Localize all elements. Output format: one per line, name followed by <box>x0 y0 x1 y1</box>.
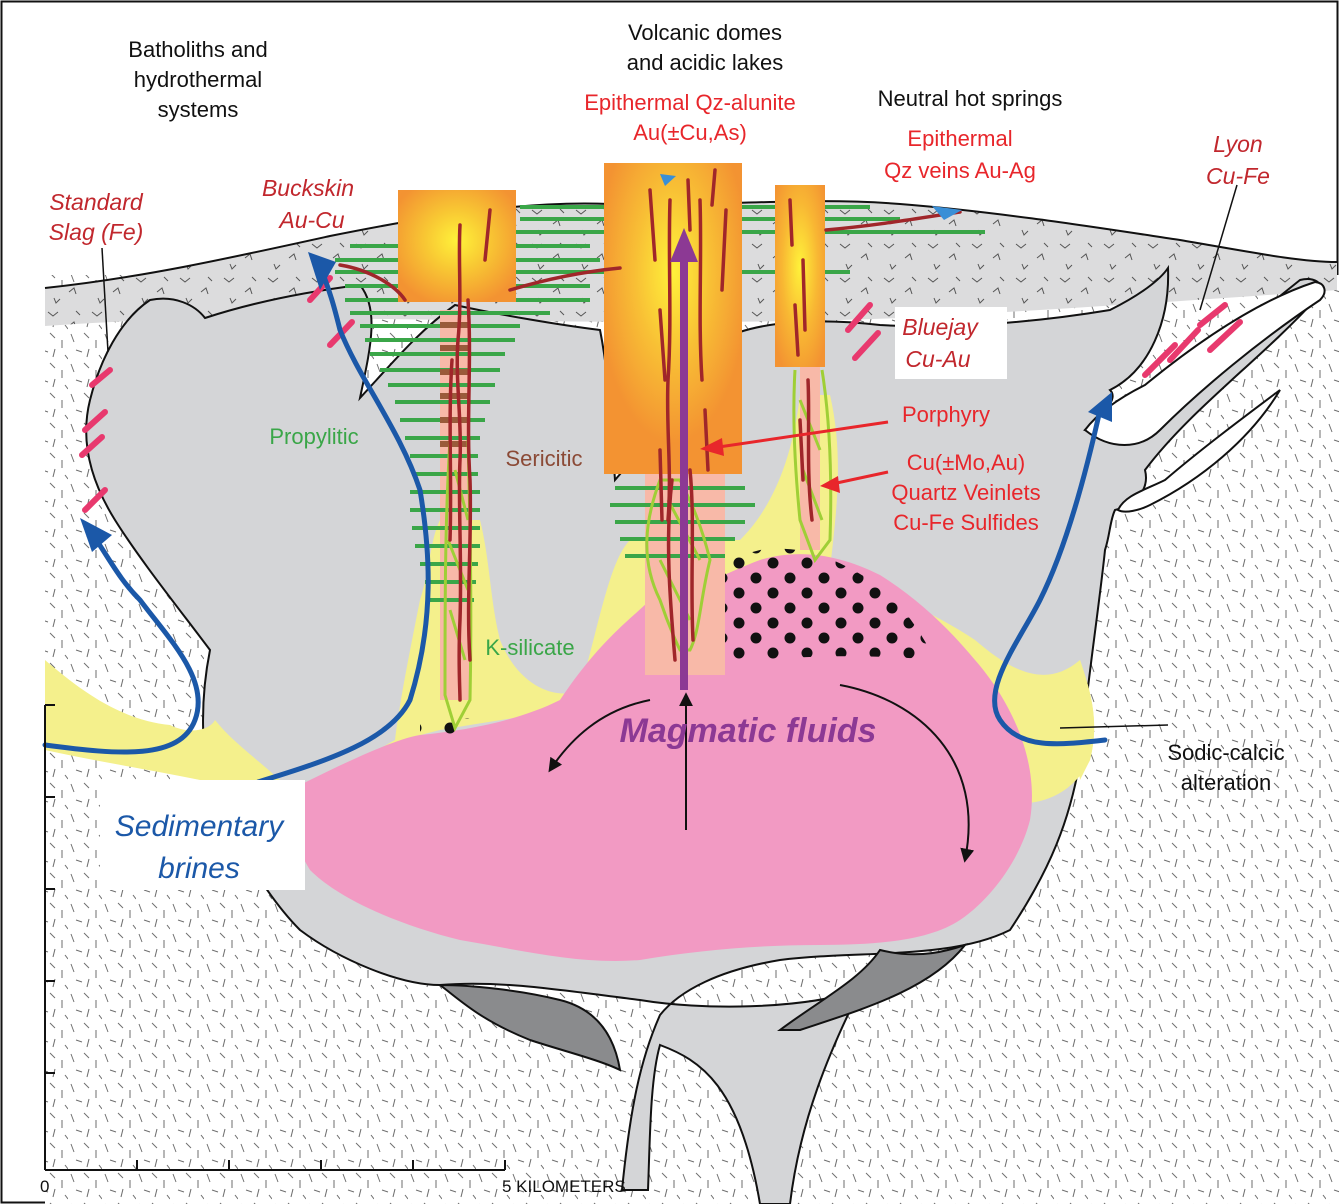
lyon-label-1: Lyon <box>1213 131 1262 157</box>
magmatic-fluids-label: Magmatic fluids <box>620 712 877 750</box>
epithermal-veins-label-2: Qz veins Au-Ag <box>884 158 1036 183</box>
bluejay-label-2: Cu-Au <box>905 346 970 372</box>
scale-zero-label: 0 <box>40 1177 49 1196</box>
porphyry-label-4: Cu-Fe Sulfides <box>893 510 1039 535</box>
epithermal-alunite-label-2: Au(±Cu,As) <box>633 120 747 145</box>
sericitic-label: Sericitic <box>505 446 582 471</box>
volcanic-domes-label-2: and acidic lakes <box>627 50 784 75</box>
batholiths-label-2: hydrothermal <box>134 67 262 92</box>
porphyry-label-1: Porphyry <box>902 402 990 427</box>
porphyry-label-2: Cu(±Mo,Au) <box>907 450 1025 475</box>
sedimentary-brines-label-1: Sedimentary <box>115 810 285 843</box>
standard-slag-label-1: Standard <box>49 189 144 215</box>
sodic-calcic-label-1: Sodic-calcic <box>1167 740 1284 765</box>
volcanic-domes-label-1: Volcanic domes <box>628 20 782 45</box>
propylitic-label: Propylitic <box>269 424 358 449</box>
dome-right <box>775 185 825 367</box>
sedimentary-brines-label-2: brines <box>158 852 240 885</box>
epithermal-veins-label-1: Epithermal <box>907 126 1012 151</box>
scale-km-label: 5 KILOMETERS <box>502 1177 626 1196</box>
porphyry-label-3: Quartz Veinlets <box>891 480 1040 505</box>
lyon-label-2: Cu-Fe <box>1206 163 1270 189</box>
buckskin-label-2: Au-Cu <box>277 207 344 233</box>
dome-left <box>398 190 516 302</box>
standard-slag-label-2: Slag (Fe) <box>49 219 144 245</box>
epithermal-alunite-label-1: Epithermal Qz-alunite <box>584 90 796 115</box>
neutral-springs-label: Neutral hot springs <box>878 86 1063 111</box>
batholiths-label-3: systems <box>158 97 239 122</box>
dome-center <box>604 163 742 474</box>
batholiths-label-1: Batholiths and <box>128 37 267 62</box>
buckskin-label-1: Buckskin <box>262 175 354 201</box>
k-silicate-label: K-silicate <box>485 635 574 660</box>
sodic-calcic-label-2: alteration <box>1181 770 1272 795</box>
stockwork-dots-left <box>420 718 470 736</box>
bluejay-label-1: Bluejay <box>902 314 979 340</box>
